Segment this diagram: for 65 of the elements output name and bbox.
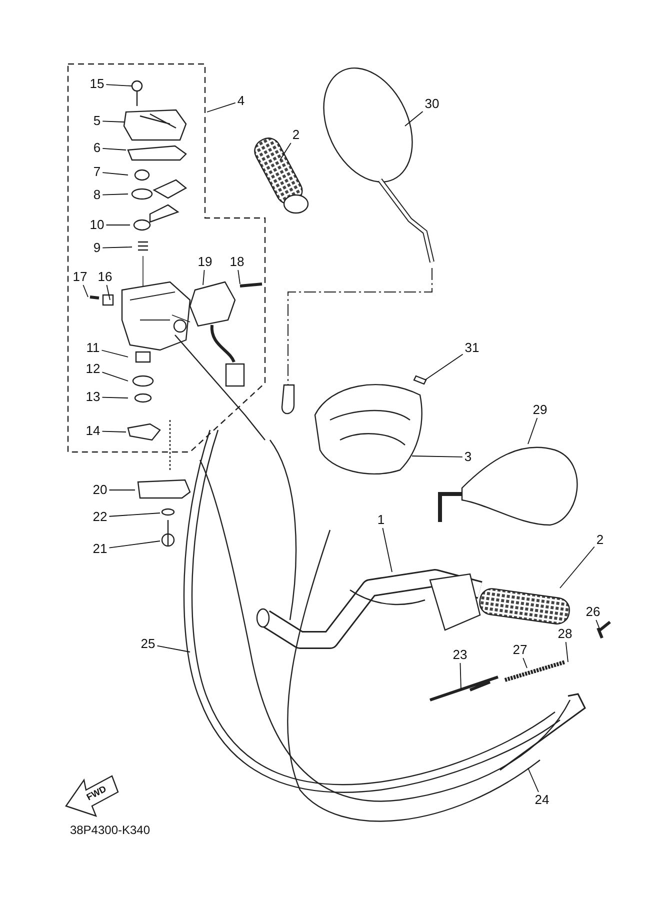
callout-number: 10 (88, 218, 106, 232)
callout-number: 12 (84, 362, 102, 376)
callout-number: 9 (92, 241, 102, 255)
callout-number: 13 (84, 390, 102, 404)
leader-line (156, 645, 190, 652)
leader-line (82, 284, 88, 298)
leader-line (238, 270, 240, 284)
leader-line (522, 658, 528, 668)
leader-line (102, 372, 128, 382)
leader-line (565, 642, 568, 662)
callout-number: 26 (584, 605, 602, 619)
leader-line (460, 662, 462, 690)
leader-line (528, 768, 539, 792)
part-number-code: 38P4300-K340 (70, 823, 150, 837)
callout-number: 15 (88, 77, 106, 91)
leader-line (102, 246, 132, 248)
callout-number: 5 (92, 114, 102, 128)
callout-number: 19 (196, 255, 214, 269)
callout-number: 20 (92, 483, 108, 497)
callout-number: 22 (92, 510, 108, 524)
leader-line (596, 620, 600, 630)
callout-number: 6 (92, 141, 102, 155)
callout-number: 30 (424, 97, 440, 111)
callout-number: 18 (228, 255, 246, 269)
callout-number: 3 (463, 450, 473, 464)
leader-line (424, 354, 464, 380)
callout-number: 2 (595, 533, 605, 547)
callout-number: 7 (92, 165, 102, 179)
callout-number: 28 (556, 627, 574, 641)
callout-number: 1 (376, 513, 386, 527)
callout-number: 31 (464, 341, 480, 355)
callout-number: 17 (72, 270, 88, 284)
leader-line (102, 120, 124, 122)
callout-number: 21 (92, 542, 108, 556)
callout-number: 2 (291, 128, 301, 142)
callout-number: 27 (512, 643, 528, 657)
leader-line (108, 512, 160, 517)
callout-number: 11 (85, 341, 101, 355)
leader-line (106, 284, 110, 300)
leader-line (528, 418, 538, 444)
callout-number: 29 (532, 403, 548, 417)
leader-line (102, 172, 128, 176)
direction-label: FWD (84, 784, 108, 802)
callout-number: 8 (92, 188, 102, 202)
callout-number: 4 (236, 94, 246, 108)
leader-line (382, 528, 392, 572)
leader-line (102, 430, 126, 432)
leader-line (280, 142, 292, 160)
leader-line (108, 540, 160, 548)
leader-line (202, 270, 205, 286)
callout-number: 14 (84, 424, 102, 438)
leader-line (102, 194, 128, 196)
leader-line (560, 546, 595, 588)
callout-number: 16 (96, 270, 114, 284)
leader-line (404, 111, 424, 126)
leader-line (101, 350, 128, 358)
leader-line (106, 224, 130, 226)
leader-line (106, 84, 132, 86)
leader-line (412, 456, 463, 458)
callout-number: 24 (534, 793, 550, 807)
callout-number: 25 (140, 637, 156, 651)
callout-number: 23 (452, 648, 468, 662)
leader-line (206, 102, 236, 112)
leader-line (102, 396, 128, 398)
leader-line (102, 148, 126, 150)
